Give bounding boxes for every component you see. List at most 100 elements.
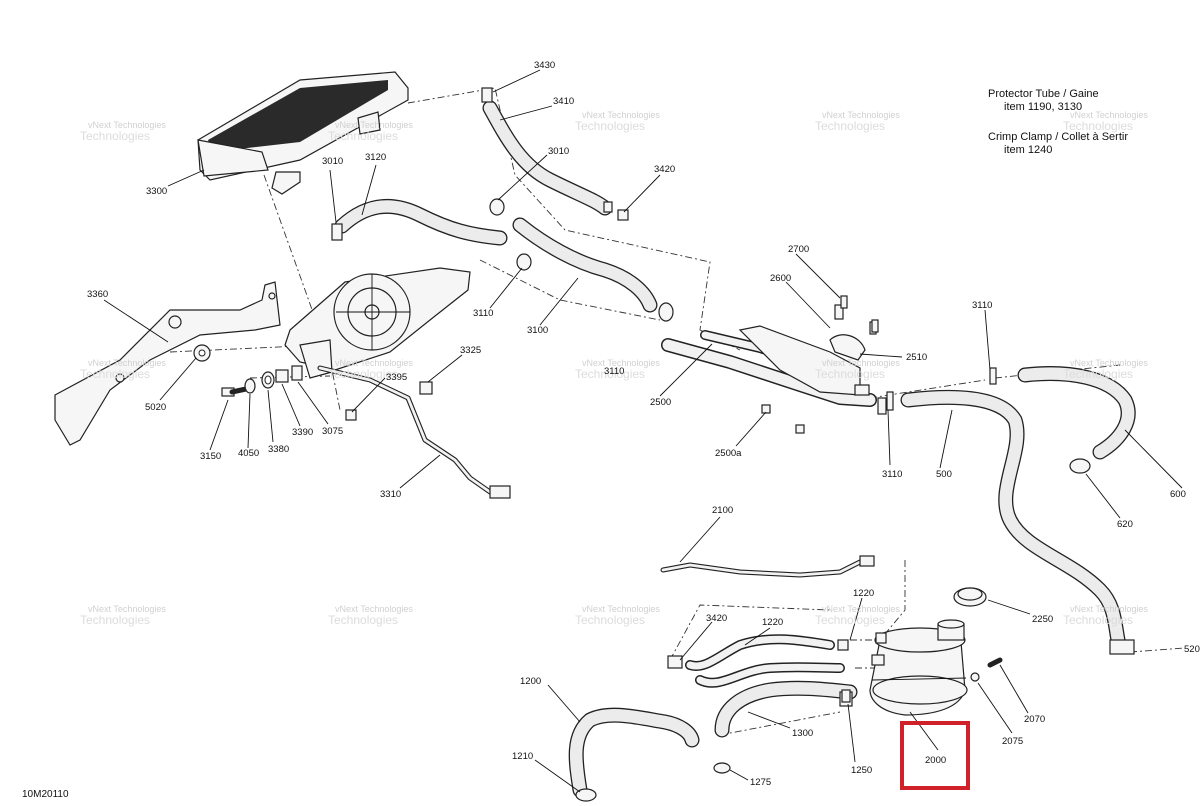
callout-3010[interactable]: 3010	[322, 156, 343, 167]
watermark-text: vNext Technologies	[1070, 604, 1148, 614]
watermark-text: Technologies	[328, 613, 398, 627]
callout-1300[interactable]: 1300	[792, 728, 813, 739]
callout-3420[interactable]: 3420	[654, 164, 675, 175]
hose-3100	[512, 217, 658, 313]
watermark-text: vNext Technologies	[88, 604, 166, 614]
callout-1200[interactable]: 1200	[520, 676, 541, 687]
callout-3300[interactable]: 3300	[146, 186, 167, 197]
callout-4050[interactable]: 4050	[238, 448, 259, 459]
callout-1220[interactable]: 1220	[762, 617, 783, 628]
watermark-text: Technologies	[575, 119, 645, 133]
callout-2700[interactable]: 2700	[788, 244, 809, 255]
callout-3325[interactable]: 3325	[460, 345, 481, 356]
callout-2250[interactable]: 2250	[1032, 614, 1053, 625]
callout-3150[interactable]: 3150	[200, 451, 221, 462]
crimp-clamp-note: Crimp Clamp / Collet à Sertir item 1240	[988, 131, 1128, 157]
watermark-text: Technologies	[815, 613, 885, 627]
hose-1200	[568, 707, 731, 802]
watermark-text: Technologies	[80, 367, 150, 381]
hose-3120	[334, 198, 508, 246]
callout-3010[interactable]: 3010	[548, 146, 569, 157]
callout-3120[interactable]: 3120	[365, 152, 386, 163]
callout-2000[interactable]: 2000	[925, 755, 946, 766]
callout-2500a[interactable]: 2500a	[715, 448, 742, 459]
fan-hardware	[193, 344, 433, 421]
callout-3390[interactable]: 3390	[292, 427, 313, 438]
watermark-text: Technologies	[1063, 613, 1133, 627]
hose-500	[886, 389, 1135, 655]
callout-2600[interactable]: 2600	[770, 273, 791, 284]
watermark-text: Technologies	[575, 367, 645, 381]
callout-3100[interactable]: 3100	[527, 325, 548, 336]
callout-1250[interactable]: 1250	[851, 765, 872, 776]
callout-1210[interactable]: 1210	[512, 751, 533, 762]
callout-5020[interactable]: 5020	[145, 402, 166, 413]
dashed-reference-lines	[169, 87, 1186, 736]
highlighted-callout-2000[interactable]: 2000	[900, 721, 970, 790]
reservoir-2000	[869, 619, 968, 716]
watermark-text: vNext Technologies	[582, 110, 660, 120]
cap-2250	[953, 587, 987, 607]
callout-3110[interactable]: 3110	[882, 469, 902, 480]
watermark-text: vNext Technologies	[822, 358, 900, 368]
callout-1220[interactable]: 1220	[853, 588, 874, 599]
watermarks: vNext Technologies Technologies vNext Te…	[80, 110, 1148, 627]
watermark-text: vNext Technologies	[335, 120, 413, 130]
callout-2100[interactable]: 2100	[712, 505, 733, 516]
callout-3420[interactable]: 3420	[706, 613, 727, 624]
callout-1275[interactable]: 1275	[750, 777, 771, 788]
watermark-text: Technologies	[328, 367, 398, 381]
callout-3430[interactable]: 3430	[534, 60, 555, 71]
callout-3395[interactable]: 3395	[386, 372, 407, 383]
protector-tube-title: Protector Tube / Gaine	[988, 88, 1099, 100]
callout-520[interactable]: 520	[1184, 644, 1200, 655]
callout-2070[interactable]: 2070	[1024, 714, 1045, 725]
watermark-text: Technologies	[80, 129, 150, 143]
watermark-text: vNext Technologies	[582, 604, 660, 614]
callout-3075[interactable]: 3075	[322, 426, 343, 437]
watermark-text: vNext Technologies	[335, 604, 413, 614]
watermark-text: vNext Technologies	[88, 120, 166, 130]
watermark-text: Technologies	[815, 119, 885, 133]
watermark-text: vNext Technologies	[822, 110, 900, 120]
callout-500[interactable]: 500	[936, 469, 952, 480]
pipe-2100	[660, 555, 875, 578]
leader-lines	[103, 69, 1183, 793]
pipes-1220	[667, 634, 849, 688]
watermark-text: vNext Technologies	[1070, 110, 1148, 120]
radiator-3300	[197, 71, 409, 195]
watermark-text: Technologies	[80, 613, 150, 627]
callout-620[interactable]: 620	[1117, 519, 1133, 530]
callout-3410[interactable]: 3410	[553, 96, 574, 107]
callout-2510[interactable]: 2510	[906, 352, 927, 363]
watermark-text: vNext Technologies	[88, 358, 166, 368]
clamps-top	[331, 198, 674, 322]
watermark-text: Technologies	[1063, 119, 1133, 133]
callout-3310[interactable]: 3310	[380, 489, 401, 500]
crimp-clamp-title: Crimp Clamp / Collet à Sertir	[988, 131, 1128, 143]
callout-2500[interactable]: 2500	[650, 397, 671, 408]
hose-1300	[714, 680, 858, 738]
watermark-text: Technologies	[1063, 367, 1133, 381]
watermark-text: Technologies	[815, 367, 885, 381]
callout-3110[interactable]: 3110	[473, 308, 493, 319]
watermark-text: Technologies	[328, 129, 398, 143]
callout-3110[interactable]: 3110	[972, 300, 992, 311]
highlight-box	[900, 721, 970, 790]
reservoir-hardware	[841, 657, 1003, 703]
callout-3110[interactable]: 3110	[604, 366, 624, 377]
manifold-2500	[661, 304, 877, 434]
callout-3360[interactable]: 3360	[87, 289, 108, 300]
callout-2075[interactable]: 2075	[1002, 736, 1023, 747]
watermark-text: vNext Technologies	[582, 358, 660, 368]
watermark-text: Technologies	[575, 613, 645, 627]
watermark-text: vNext Technologies	[335, 358, 413, 368]
crimp-clamp-items: item 1240	[1004, 144, 1053, 156]
protector-tube-note: Protector Tube / Gaine item 1190, 3130	[988, 88, 1099, 114]
diagram-reference-code: 10M20110	[22, 789, 69, 800]
callout-labels: 3430 3410 3010 3420 3010 3120 3300 3360 …	[87, 60, 1200, 788]
callout-600[interactable]: 600	[1170, 489, 1186, 500]
misc-hardware	[840, 295, 887, 415]
bracket-3360	[54, 281, 281, 446]
callout-3380[interactable]: 3380	[268, 444, 289, 455]
